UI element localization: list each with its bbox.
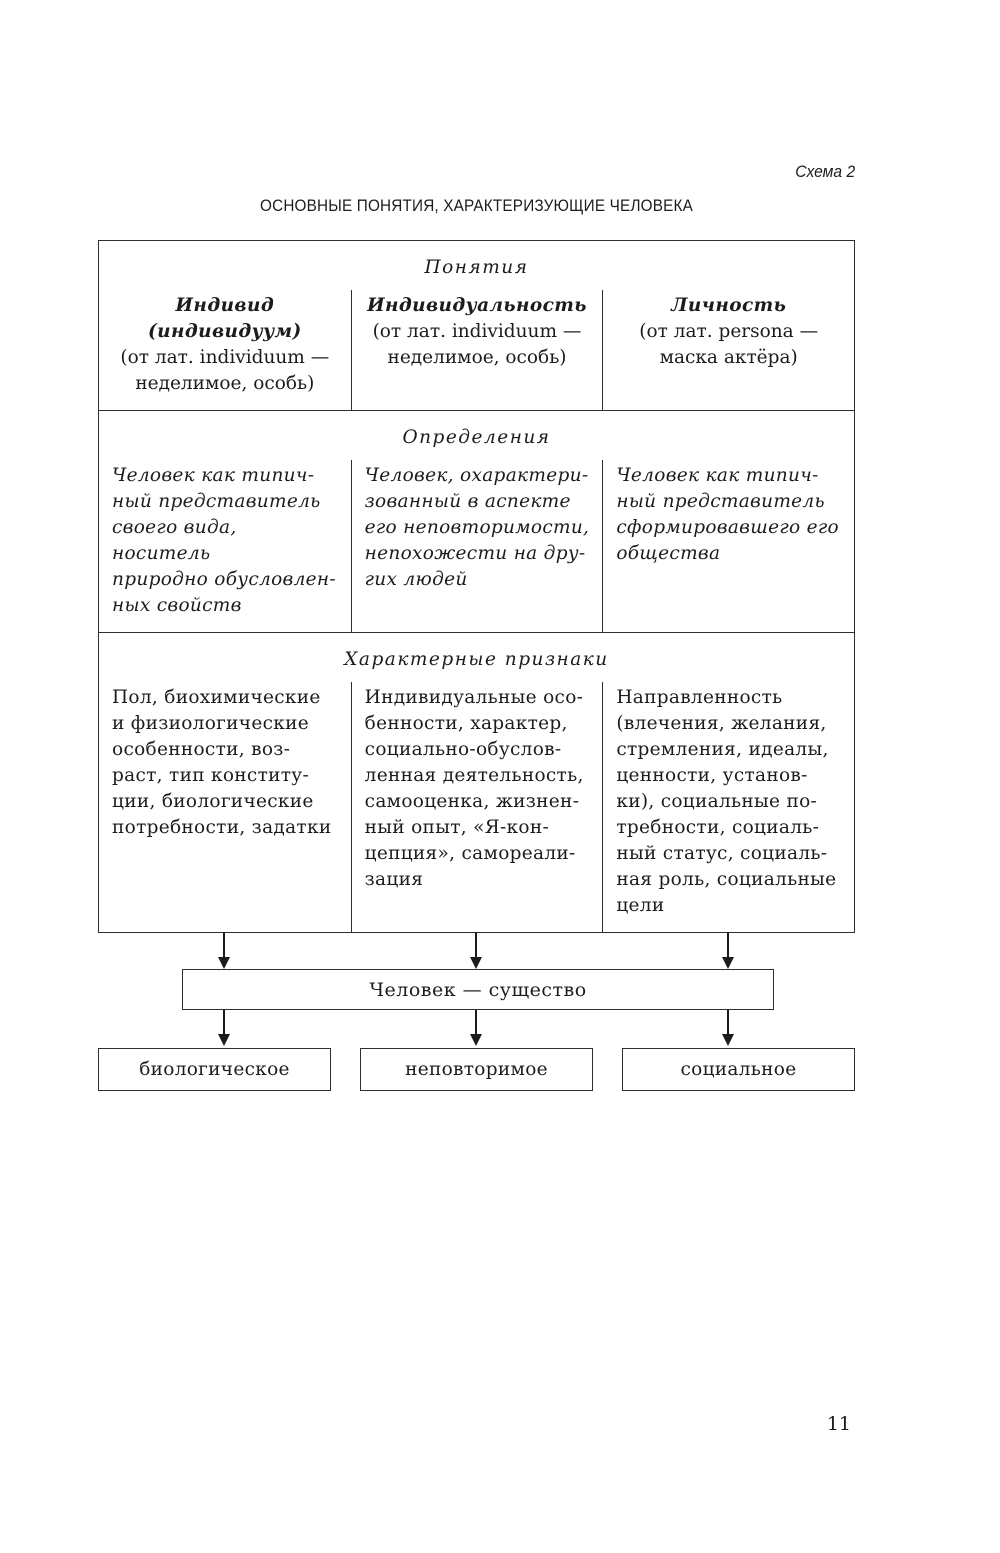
features-cell-personality: Направленность (влечения, желания, стрем… [602,682,854,932]
features-cell-individ: Пол, биохимические и физиологические осо… [112,687,332,838]
down-arrow-icon [470,1010,482,1046]
down-arrow-icon [722,1010,735,1046]
section-title-features: Характерные признаки [344,649,609,670]
arrows-table-to-main [98,933,855,969]
definitions-row: Человек как типич- ный представитель сво… [99,460,854,632]
down-arrow-icon [217,1010,230,1046]
leaf-box-biological: биологическое [98,1048,331,1091]
schema-label: Схема 2 [795,162,855,181]
section-title-concepts: Понятия [424,257,529,278]
definition-cell-individuality: Человек, охарактери- зованный в аспекте … [350,460,603,632]
section-title-definitions: Определения [402,427,551,448]
section-definitions: Определения Человек как типич- ный предс… [99,410,854,632]
concept-term: Личность [671,295,787,316]
concepts-row: Индивид (индивидуум) (от лат. individuum… [99,290,854,410]
human-essence-label: Человек — существо [369,978,587,1001]
concept-term: Индивидуальность [367,295,587,316]
arrows-main-to-leaves [98,1010,855,1048]
down-arrow-icon [217,933,230,969]
leaf-box-label: социальное [680,1059,797,1080]
section-concepts: Понятия Индивид (индивидуум) (от лат. in… [99,241,854,410]
section-features: Характерные признаки Пол, биохимические … [99,632,854,932]
concept-origin: (от лат. individuum — неделимое, особь) [120,347,330,394]
page-number: 11 [826,1413,851,1435]
leaf-box-label: биологическое [139,1059,290,1080]
definition-cell-personality: Человек как типич- ный представитель сфо… [602,460,854,632]
human-essence-box: Человек — существо [182,969,774,1010]
concept-cell-individ: Индивид (индивидуум) (от лат. individuum… [99,290,351,410]
concept-cell-individuality: Индивидуальность (от лат. individuum — н… [350,290,603,410]
essence-types-row: биологическое неповторимое социальное [98,1048,855,1091]
features-row: Пол, биохимические и физиологические осо… [99,682,854,932]
schema-diagram: Понятия Индивид (индивидуум) (от лат. in… [98,240,855,1091]
concepts-table: Понятия Индивид (индивидуум) (от лат. in… [98,240,855,933]
leaf-box-label: неповторимое [405,1059,548,1080]
concept-cell-personality: Личность (от лат. persona — маска актёра… [602,290,854,410]
leaf-box-unique: неповторимое [360,1048,593,1091]
definition-cell-individ: Человек как типич- ный представитель сво… [112,465,336,616]
down-arrow-icon [470,933,482,969]
page-title: ОСНОВНЫЕ ПОНЯТИЯ, ХАРАКТЕРИЗУЮЩИЕ ЧЕЛОВЕ… [260,196,693,215]
concept-origin: (от лат. persona — маска актёра) [639,321,819,368]
features-cell-individuality: Индивидуальные осо- бенности, характер, … [350,682,603,932]
concept-term: Индивид (индивидуум) [147,295,302,342]
down-arrow-icon [722,933,735,969]
concept-origin: (от лат. individuum — неделимое, особь) [372,321,582,368]
leaf-box-social: социальное [622,1048,855,1091]
